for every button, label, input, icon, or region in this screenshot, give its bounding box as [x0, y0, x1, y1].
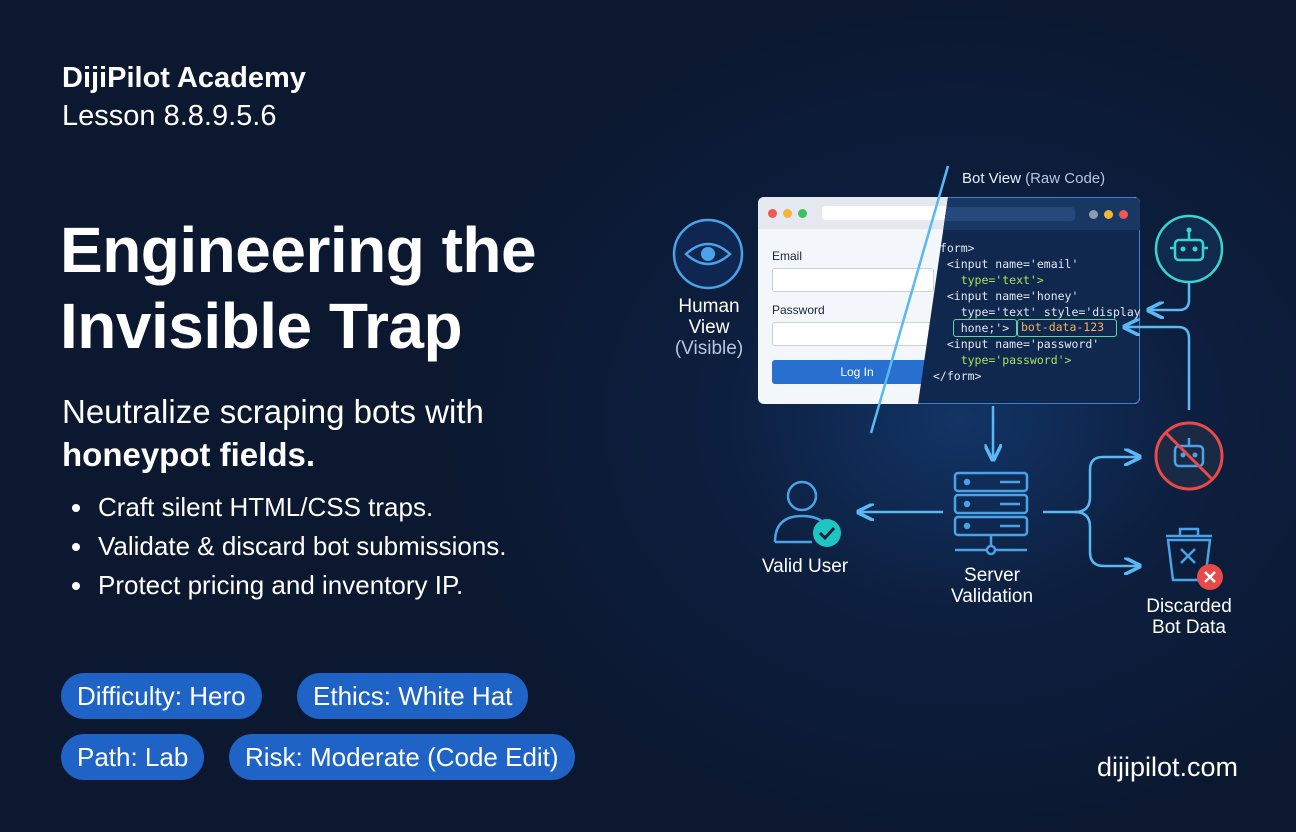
- discarded-label: Discarded Bot Data: [1130, 596, 1248, 638]
- human-view-label: Human View (Visible): [668, 296, 750, 359]
- page-title: Engineering the Invisible Trap: [60, 212, 537, 364]
- brand-name: DijiPilot Academy: [62, 62, 306, 94]
- bot-view-sublabel: (Raw Code): [1025, 170, 1106, 187]
- code-line: </form>: [933, 369, 982, 383]
- bot-view-pane: <form> <input name='email' type='text'> …: [918, 197, 1140, 404]
- toolbar-dot-icon: [1104, 210, 1113, 219]
- bullet-item: Craft silent HTML/CSS traps.: [68, 488, 507, 527]
- address-bar: [822, 206, 962, 220]
- subtitle-line-2: honeypot fields.: [62, 436, 316, 473]
- human-view-line-3: (Visible): [674, 338, 744, 359]
- tag-ethics: Ethics: White Hat: [297, 673, 529, 719]
- code-line: <input name='honey': [933, 289, 1079, 303]
- eye-icon: [672, 218, 744, 290]
- minimize-dot-icon: [783, 209, 792, 218]
- code-line: <input name='password': [933, 337, 1100, 351]
- footer-site: dijipilot.com: [1096, 752, 1238, 782]
- tag-risk: Risk: Moderate (Code Edit): [229, 734, 575, 780]
- server-label-line-2: Validation: [950, 586, 1034, 607]
- blocked-arrow: [1043, 457, 1138, 514]
- toolbar-dot-icon: [1119, 210, 1128, 219]
- title-line-2: Invisible Trap: [60, 290, 463, 362]
- toolbar-dot-icon: [1089, 210, 1098, 219]
- close-dot-icon: [768, 209, 777, 218]
- robot-icon: [1154, 214, 1224, 284]
- server-icon: [953, 471, 1029, 556]
- password-field[interactable]: [772, 322, 934, 346]
- bot-view-label: Bot View: [962, 170, 1021, 187]
- bot-data-highlight: [1017, 319, 1117, 337]
- code-line: hone;'>: [933, 321, 1010, 335]
- discarded-line-2: Bot Data: [1152, 617, 1226, 638]
- bot-input-arrow: [1150, 283, 1191, 310]
- title-line-1: Engineering the: [60, 214, 537, 286]
- email-label: Email: [772, 249, 803, 263]
- server-label-line-1: Server: [964, 565, 1020, 586]
- login-button[interactable]: Log In: [772, 360, 942, 384]
- bullet-item: Protect pricing and inventory IP.: [68, 566, 507, 605]
- raw-code: <form> <input name='email' type='text'> …: [933, 240, 1140, 384]
- code-line: <form>: [933, 241, 975, 255]
- discarded-line-1: Discarded: [1146, 596, 1232, 617]
- password-label: Password: [772, 303, 825, 317]
- bot-toolbar: [918, 198, 1140, 230]
- bullet-list: Craft silent HTML/CSS traps. Validate & …: [68, 488, 507, 605]
- lesson-number: Lesson 8.8.9.5.6: [62, 100, 277, 132]
- bot-data-value: bot-data-123: [1021, 320, 1105, 334]
- blocked-robot-icon: [1154, 421, 1224, 491]
- code-line: type='password'>: [933, 353, 1072, 367]
- trash-icon: [1166, 527, 1223, 590]
- valid-user-label: Valid User: [761, 556, 849, 577]
- tag-path: Path: Lab: [61, 734, 205, 780]
- bot-view-title: Bot View (Raw Code): [962, 170, 1105, 187]
- server-validation-label: Server Validation: [930, 565, 1054, 607]
- code-line: <input name='email': [933, 257, 1079, 271]
- discard-arrow: [1074, 510, 1138, 566]
- subtitle: Neutralize scraping bots with honeypot f…: [62, 390, 484, 476]
- maximize-dot-icon: [798, 209, 807, 218]
- browser-mockup: Email Password Log In <form> <input name…: [758, 197, 1140, 404]
- user-check-icon: [773, 480, 841, 547]
- bot-address-bar: [939, 207, 1075, 221]
- code-line: type='text' style='display:: [933, 305, 1140, 319]
- tag-difficulty: Difficulty: Hero: [61, 673, 262, 719]
- honeypot-highlight: [953, 319, 1017, 337]
- subtitle-line-1: Neutralize scraping bots with: [62, 393, 484, 430]
- email-field[interactable]: [772, 268, 934, 292]
- bullet-item: Validate & discard bot submissions.: [68, 527, 507, 566]
- human-view-line-2: View: [688, 317, 730, 338]
- human-view-line-1: Human: [678, 296, 740, 317]
- code-line: type='text'>: [933, 273, 1044, 287]
